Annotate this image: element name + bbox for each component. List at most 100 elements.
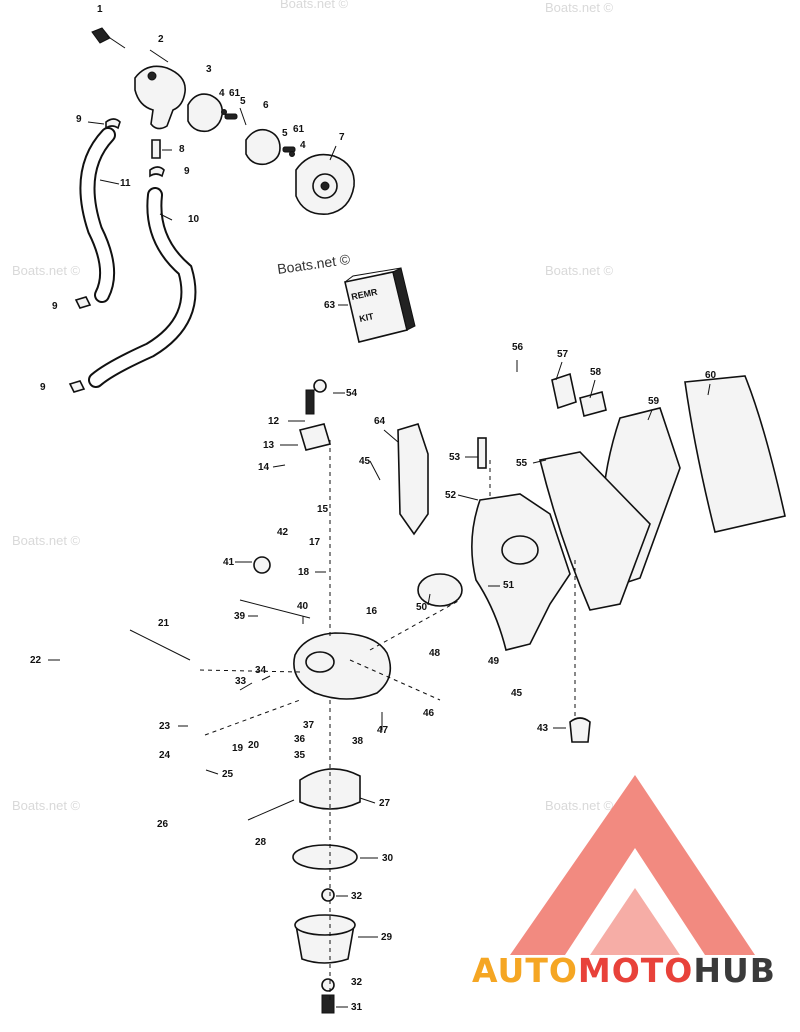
part-label-55: 55 [516,458,528,469]
part-label-22: 22 [30,655,42,666]
watermark: Boats.net © [545,263,614,278]
carburetor-body [129,379,392,1014]
leader-line [272,464,286,468]
part-label-9: 9 [52,301,58,312]
leader-line [205,769,219,775]
leader-line [427,593,431,606]
part-label-38: 38 [352,736,364,747]
part-label-1: 1 [97,4,103,15]
leader-line [106,35,126,49]
part-label-45: 45 [511,688,523,699]
part-label-26: 26 [157,819,169,830]
watermark: Boats.net © [545,0,614,15]
assembly-lines [199,440,576,1000]
part-label-32: 32 [351,977,363,988]
part-label-14: 14 [258,462,270,473]
logo-text: AUTOMOTOHUB [472,951,776,990]
leader-line [589,379,596,399]
part-label-47: 47 [377,725,389,736]
leader-line [555,361,563,381]
part-label-27: 27 [379,798,391,809]
leader-line [457,494,479,501]
part-label-52: 52 [445,490,457,501]
part-label-24: 24 [159,750,171,761]
part-label-25: 25 [222,769,234,780]
part-label-9: 9 [40,382,46,393]
watermark: Boats.net © [280,0,349,11]
part-label-9: 9 [184,166,190,177]
part-label-13: 13 [263,440,275,451]
leader-line [359,797,376,804]
leader-line [99,179,120,185]
leader-line [383,429,399,443]
part-label-63: 63 [324,300,336,311]
part-label-17: 17 [309,537,321,548]
part-label-11: 11 [120,178,131,189]
leader-line [532,459,547,464]
part-label-4: 4 [219,88,225,99]
part-label-9: 9 [76,114,82,125]
part-label-41: 41 [223,557,235,568]
part-label-29: 29 [381,932,393,943]
watermark: Boats.net © [545,798,614,813]
leader-line [261,675,271,681]
leader-line [159,213,173,221]
leader-line [647,409,653,421]
watermark: Boats.net © [276,251,352,277]
part-label-19: 19 [232,743,244,754]
part-label-50: 50 [416,602,428,613]
part-label-23: 23 [159,721,171,732]
kit-label-line2: KIT [358,311,375,324]
part-label-10: 10 [188,214,200,225]
part-label-60: 60 [705,370,717,381]
leader-line [707,383,711,396]
part-label-4: 4 [300,140,306,151]
leader-line [239,682,253,691]
watermarks: Boats.net © Boats.net © Boats.net © Boat… [12,0,614,813]
part-label-51: 51 [503,580,515,591]
part-label-56: 56 [512,342,524,353]
part-label-48: 48 [429,648,441,659]
part-label-59: 59 [648,396,660,407]
part-label-49: 49 [488,656,500,667]
leader-line [239,107,247,126]
part-label-2: 2 [158,34,164,45]
part-label-8: 8 [179,144,185,155]
logo-triangle-icon [510,775,755,955]
part-label-3: 3 [206,64,212,75]
part-label-61: 61 [293,124,305,135]
leader-line [149,49,169,63]
part-label-5: 5 [282,128,288,139]
reed-and-gaskets [397,372,786,743]
part-label-16: 16 [366,606,378,617]
part-label-37: 37 [303,720,315,731]
part-label-12: 12 [268,416,280,427]
part-label-21: 21 [158,618,170,629]
part-label-46: 46 [423,708,435,719]
repair-kit-box: REMR KIT [344,267,416,343]
part-label-57: 57 [557,349,569,360]
part-label-28: 28 [255,837,267,848]
watermark: Boats.net © [12,533,81,548]
part-label-30: 30 [382,853,394,864]
part-label-34: 34 [255,665,267,676]
part-label-15: 15 [317,504,329,515]
part-label-40: 40 [297,601,309,612]
part-label-5: 5 [240,96,246,107]
leader-line [329,145,337,161]
part-label-35: 35 [294,750,306,761]
leader-line [87,121,105,125]
part-label-18: 18 [298,567,310,578]
part-label-33: 33 [235,676,247,687]
part-label-45: 45 [359,456,371,467]
part-label-64: 64 [374,416,386,427]
part-label-58: 58 [590,367,602,378]
watermark: Boats.net © [12,263,81,278]
part-label-7: 7 [339,132,345,143]
fuel-hoses [68,127,197,393]
part-label-31: 31 [351,1002,363,1013]
part-label-61: 61 [229,88,241,99]
part-label-53: 53 [449,452,461,463]
